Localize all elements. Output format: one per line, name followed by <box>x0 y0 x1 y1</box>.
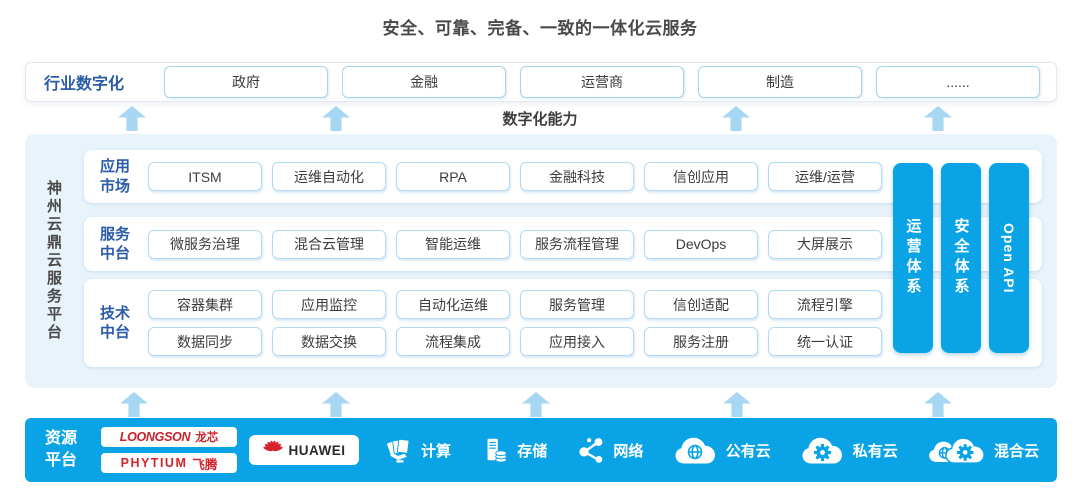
pillar-security: 安全体系 <box>941 163 981 353</box>
industry-item: 政府 <box>164 66 329 98</box>
row-items: ITSM 运维自动化 RPA 金融科技 信创应用 运维/运营 <box>148 162 882 191</box>
up-arrow <box>322 392 350 417</box>
feature-box: 自动化运维 <box>396 290 510 319</box>
up-arrow <box>522 392 550 417</box>
feature-box: 微服务治理 <box>148 229 262 259</box>
compute-icon <box>385 436 413 464</box>
network-icon <box>577 436 605 464</box>
feature-box: ITSM <box>148 162 262 191</box>
feature-box: 应用监控 <box>272 290 386 319</box>
row-label: 服务中台 <box>100 225 131 263</box>
pillar-operations: 运营体系 <box>893 163 933 353</box>
resource-item: 私有云 <box>801 435 898 465</box>
industry-row: 行业数字化 政府 金融 运营商 制造 ...... <box>25 62 1057 102</box>
resource-item-label: 网络 <box>613 442 644 460</box>
app-market-row: 应用市场 ITSM 运维自动化 RPA 金融科技 信创应用 运维/运营 <box>84 150 1042 203</box>
resource-item-label: 混合云 <box>993 442 1039 460</box>
page-title: 安全、可靠、完备、一致的一体化云服务 <box>382 19 698 38</box>
phytium-logo-cn: 飞腾 <box>192 457 218 472</box>
public-cloud-icon <box>674 435 718 465</box>
resource-item-label: 公有云 <box>725 442 771 460</box>
row-label: 应用市场 <box>100 158 131 195</box>
resource-platform-label: 资源平台 <box>45 430 78 469</box>
feature-box: 信创适配 <box>644 290 758 319</box>
feature-box: 大屏展示 <box>768 229 882 259</box>
industry-item: ...... <box>876 66 1041 98</box>
row-label: 技术中台 <box>100 304 131 342</box>
feature-box: RPA <box>396 162 510 191</box>
feature-box: 服务流程管理 <box>520 229 634 259</box>
resource-item-label: 存储 <box>517 442 548 460</box>
platform-side-title: 神州云鼎云服务平台 <box>45 180 62 342</box>
huawei-logo-text: HUAWEI <box>288 442 346 458</box>
loongson-logo-text: LOONGSON <box>119 430 191 444</box>
private-cloud-icon <box>801 435 845 465</box>
feature-box: 服务管理 <box>520 290 634 319</box>
feature-box: 容器集群 <box>148 290 262 319</box>
feature-box: 混合云管理 <box>272 229 386 259</box>
vendor-pill-huawei: HUAWEI <box>249 435 359 465</box>
feature-box: 信创应用 <box>644 162 758 191</box>
resource-item-label: 私有云 <box>852 442 898 460</box>
industry-row-label: 行业数字化 <box>44 76 125 93</box>
phytium-logo-text: PHYTIUM <box>120 456 188 470</box>
resource-item: 网络 <box>577 436 643 464</box>
service-platform-row: 服务中台 微服务治理 混合云管理 智能运维 服务流程管理 DevOps 大屏展示 <box>84 217 1042 271</box>
resource-platform-bar: 资源平台 LOONGSON 龙芯 PHYTIUM 飞腾 <box>25 418 1057 482</box>
feature-box: DevOps <box>644 229 758 259</box>
vendor-pill-phytium: PHYTIUM 飞腾 <box>101 453 237 473</box>
industry-item: 运营商 <box>520 66 685 98</box>
row-items: 容器集群 应用监控 自动化运维 服务管理 信创适配 流程引擎 数据同步 数据交换… <box>148 290 882 356</box>
loongson-logo-cn: 龙芯 <box>195 432 219 444</box>
resource-item: 计算 <box>385 436 451 464</box>
feature-box: 金融科技 <box>520 162 634 191</box>
row-items: 微服务治理 混合云管理 智能运维 服务流程管理 DevOps 大屏展示 <box>148 229 882 259</box>
vendor-column: LOONGSON 龙芯 PHYTIUM 飞腾 <box>101 427 237 473</box>
feature-box: 流程引擎 <box>768 290 882 319</box>
up-arrow <box>924 392 952 417</box>
feature-box: 应用接入 <box>520 327 634 356</box>
resource-items: 计算 <box>379 435 1039 465</box>
feature-box: 流程集成 <box>396 327 510 356</box>
feature-box: 智能运维 <box>396 229 510 259</box>
feature-box: 数据同步 <box>148 327 262 356</box>
storage-icon <box>481 436 509 464</box>
feature-box: 服务注册 <box>644 327 758 356</box>
pillar-open-api: Open API <box>989 163 1029 353</box>
feature-box: 统一认证 <box>768 327 882 356</box>
resource-item: 混合云 <box>928 435 1039 465</box>
vendor-pill-loongson: LOONGSON 龙芯 <box>101 427 237 447</box>
industry-item: 制造 <box>698 66 863 98</box>
hybrid-cloud-icon <box>928 435 986 465</box>
feature-box: 运维自动化 <box>272 162 386 191</box>
tech-platform-row: 技术中台 容器集群 应用监控 自动化运维 服务管理 信创适配 流程引擎 数据同步… <box>84 279 1042 367</box>
resource-item: 存储 <box>481 436 547 464</box>
industry-item: 金融 <box>342 66 507 98</box>
up-arrow <box>723 392 751 417</box>
digital-capability-label: 数字化能力 <box>502 111 578 128</box>
resource-item-label: 计算 <box>421 442 452 460</box>
platform-panel: 神州云鼎云服务平台 应用市场 ITSM 运维自动化 RPA 金融科技 信创应用 … <box>25 134 1057 388</box>
resource-item: 公有云 <box>674 435 771 465</box>
feature-box: 数据交换 <box>272 327 386 356</box>
feature-box: 运维/运营 <box>768 162 882 191</box>
up-arrow <box>120 392 148 417</box>
huawei-flower-icon <box>262 438 283 463</box>
